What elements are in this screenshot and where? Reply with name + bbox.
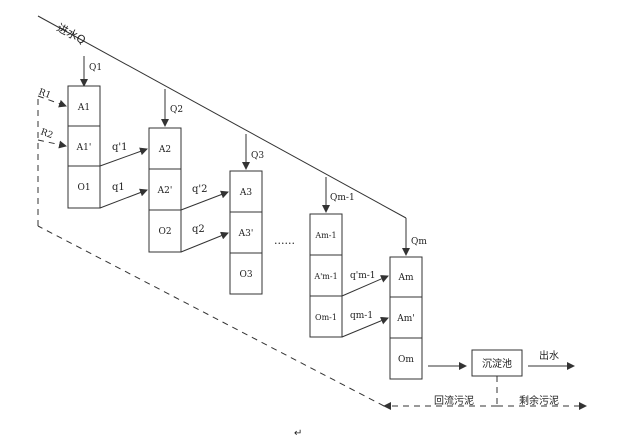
tank-stage-3: A3 A3' O3 [229,170,263,295]
stage-ellipsis: ...... [274,234,295,247]
inflow-main-line [37,15,407,219]
transfer-arrow-upper-2 [180,190,229,211]
return-label-r2: R2 [39,127,54,141]
feed-label-3: Q3 [251,151,264,161]
tank-m-zone-o: Om [398,355,414,365]
transfer-label-lower-m-1: qm-1 [350,311,373,321]
feed-label-m-1: Qm-1 [330,193,355,203]
tank-m-1-zone-a: Am-1 [314,231,336,240]
tank-2-zone-a: A2 [158,145,171,155]
excess-sludge-label: 剩余污泥 [519,394,559,407]
clarifier-box [471,349,523,377]
tank-stage-m: Am Am' Om [389,256,423,380]
transfer-label-lower-1: q1 [112,182,125,193]
transfer-arrow-lower-m-1 [341,316,389,338]
feed-label-2: Q2 [170,105,183,115]
tank-3-zone-a: A3 [239,188,252,198]
feed-label-1: Q1 [89,63,102,73]
return-label-r1: R1 [37,87,52,101]
transfer-arrow-upper-m-1 [341,275,389,297]
tank-m-zone-a-prime: Am' [396,314,415,324]
transfer-label-upper-2: q'2 [192,184,208,195]
tank-stage-2: A2 A2' O2 [148,127,182,253]
tank-2-zone-o: O2 [158,227,171,237]
inflow-label: 进水Q [55,21,88,47]
tank-stage-1: A1 A1' O1 [67,85,101,209]
tank-3-zone-a-prime: A3' [238,229,254,239]
tank-3-zone-o: O3 [239,270,252,280]
tank-m-zone-a: Am [397,273,413,283]
transfer-arrow-upper-1 [99,147,148,167]
return-arrow-r1 [37,95,67,108]
transfer-label-lower-2: q2 [192,224,205,235]
tank-1-zone-a-prime: A1' [76,143,92,153]
clarifier-label: 沉淀池 [482,357,512,370]
tank-m-1-zone-o: Om-1 [315,313,337,322]
effluent-label: 出水 [539,349,559,362]
tank-stage-m-1: Am-1 A'm-1 Om-1 [309,213,343,338]
transfer-arrow-lower-2 [180,231,229,253]
feed-label-m: Qm [411,237,427,247]
transfer-label-upper-1: q'1 [112,142,128,153]
return-arrow-r2 [37,139,67,149]
cursor-mark: ↵ [294,428,302,439]
tank-1-zone-a: A1 [77,103,90,113]
tank-2-zone-a-prime: A2' [157,186,173,196]
transfer-label-upper-m-1: q'm-1 [350,271,376,281]
tank-1-zone-o: O1 [77,183,90,193]
transfer-arrow-lower-1 [99,188,148,209]
tank-m-1-zone-a-prime: A'm-1 [313,272,337,281]
return-sludge-label: 回流污泥 [434,394,474,407]
